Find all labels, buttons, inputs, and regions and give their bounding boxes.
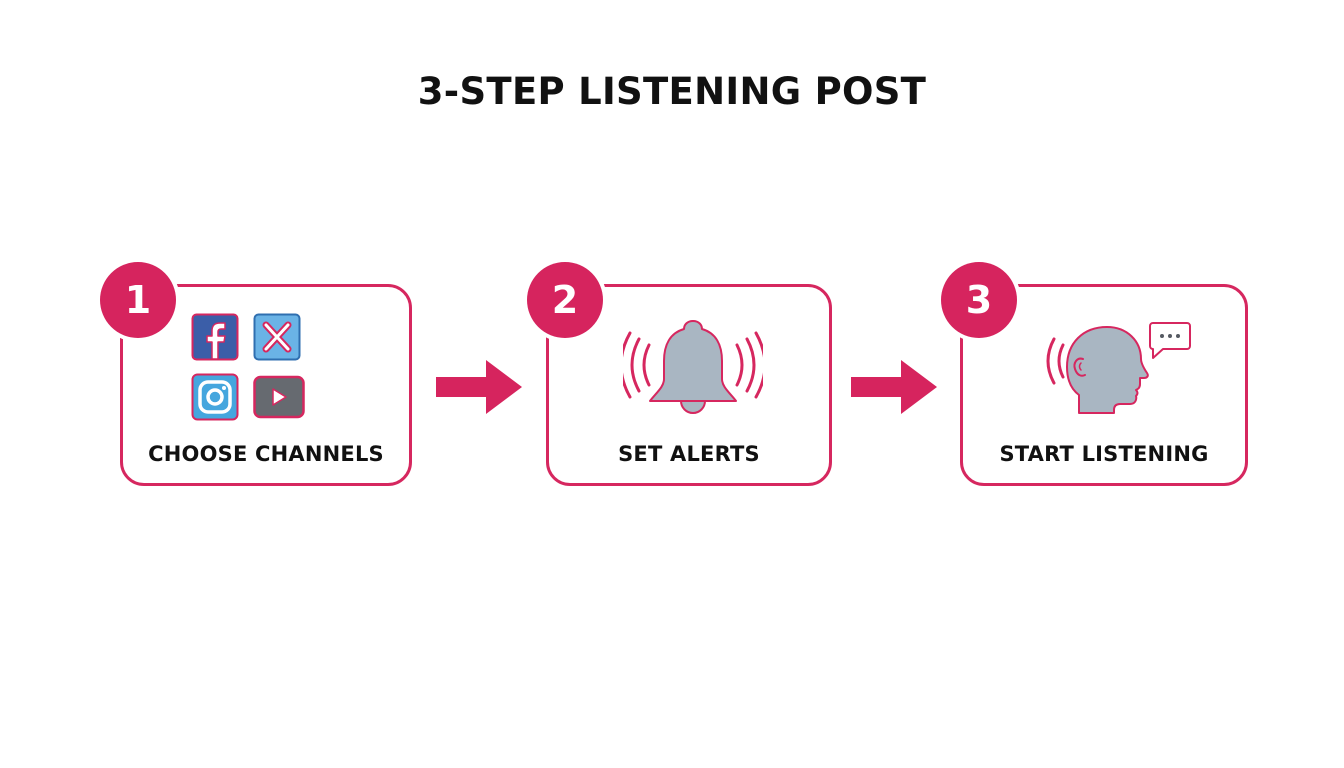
arrow-right-icon <box>851 360 937 414</box>
step-3-badge: 3 <box>941 262 1017 338</box>
bell-icon <box>623 320 763 414</box>
step-3-label: START LISTENING <box>999 442 1209 466</box>
step-1-card: CHOOSE CHANNELS <box>120 284 412 486</box>
speech-bubble-icon <box>1149 322 1191 359</box>
step-1-badge: 1 <box>100 262 176 338</box>
step-2-label: SET ALERTS <box>618 442 760 466</box>
youtube-icon <box>253 375 305 419</box>
step-2-badge: 2 <box>527 262 603 338</box>
arrow-right-icon <box>436 360 522 414</box>
diagram-title: 3-STEP LISTENING POST <box>417 70 927 113</box>
listening-head-icon <box>1046 326 1149 414</box>
x-icon <box>253 313 301 361</box>
facebook-icon <box>191 313 239 361</box>
instagram-icon <box>191 373 239 421</box>
step-1-label: CHOOSE CHANNELS <box>148 442 384 466</box>
